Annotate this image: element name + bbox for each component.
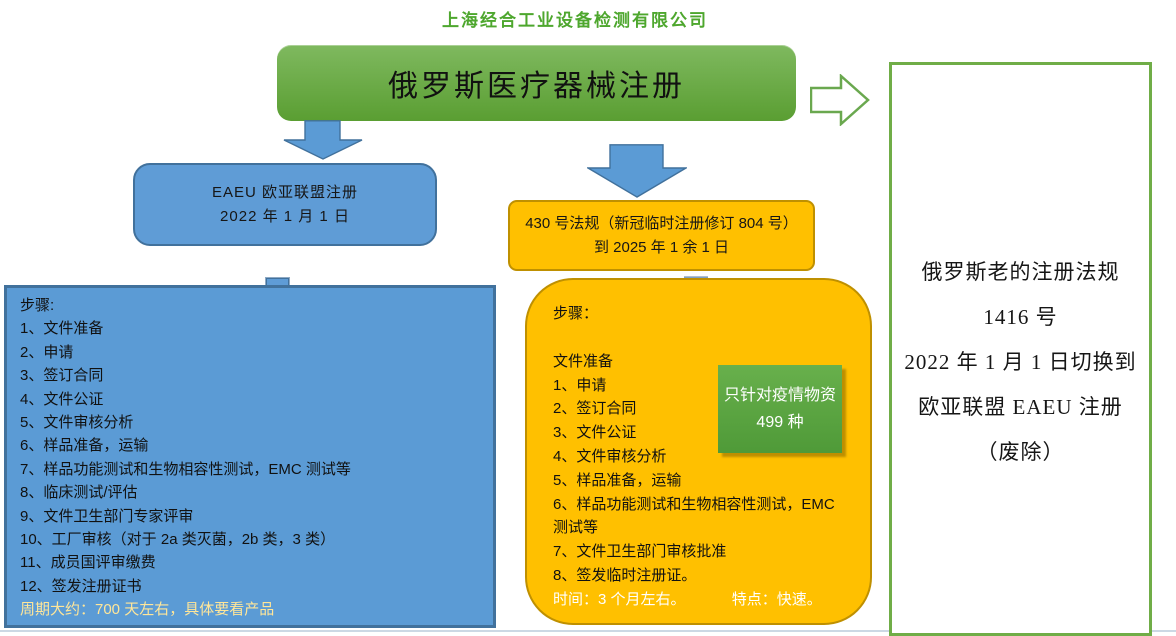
connector-left (265, 277, 290, 286)
regulation-430-box: 430 号法规（新冠临时注册修订 804 号） 到 2025 年 1 余 1 日 (508, 200, 815, 271)
step-item: 5、文件审核分析 (20, 414, 134, 432)
old-reg-line: 1416 号 (983, 305, 1058, 329)
bottom-divider (0, 630, 1176, 632)
down-arrow-left-icon (283, 120, 363, 160)
reg430-line1: 430 号法规（新冠临时注册修订 804 号） (525, 214, 798, 232)
step-item: 12、签发注册证书 (20, 577, 142, 595)
time-note: 时间：3 个月左右。 (553, 590, 686, 608)
old-reg-line: 欧亚联盟 EAEU 注册 (918, 395, 1123, 419)
epidemic-line2: 499 种 (756, 414, 804, 431)
step-item: 8、临床测试/评估 (20, 484, 138, 502)
feature-note: 特点：快速。 (731, 590, 822, 608)
old-regulation-box: 俄罗斯老的注册法规 1416 号 2022 年 1 月 1 日切换到 欧亚联盟 … (889, 62, 1152, 636)
old-reg-line: 俄罗斯老的注册法规 (921, 260, 1120, 284)
step-item: 8、签发临时注册证。 (553, 566, 697, 584)
step-item: 4、文件审核分析 (553, 447, 667, 465)
main-title-text: 俄罗斯医疗器械注册 (388, 70, 685, 103)
step-item: 3、文件公证 (553, 424, 637, 442)
old-reg-line: （废除） (976, 440, 1065, 464)
temporary-registration-steps-panel: 步骤： 文件准备 1、申请 2、签订合同 3、文件公证 4、文件审核分析 5、样… (525, 278, 872, 625)
epidemic-supplies-box: 只针对疫情物资 499 种 (718, 365, 842, 453)
step-item: 2、申请 (20, 343, 74, 361)
right-arrow-icon (810, 74, 870, 126)
step-item: 2、签订合同 (553, 400, 637, 418)
step-item: 9、文件卫生部门专家评审 (20, 507, 194, 525)
step-item: 1、申请 (553, 376, 607, 394)
step-item: 7、样品功能测试和生物相容性测试，EMC 测试等 (20, 460, 351, 478)
eaeu-registration-box: EAEU 欧亚联盟注册 2022 年 1 月 1 日 (133, 163, 437, 246)
old-regulation-text: 俄罗斯老的注册法规 1416 号 2022 年 1 月 1 日切换到 欧亚联盟 … (892, 250, 1149, 475)
steps-header: 步骤: (20, 297, 55, 314)
steps-header: 步骤： (553, 305, 599, 322)
company-title: 上海经合工业设备检测有限公司 (442, 11, 708, 30)
epidemic-line1: 只针对疫情物资 (723, 387, 836, 404)
duration-note: 周期大约：700 天左右，具体要看产品 (20, 601, 275, 619)
step-item: 11、成员国评审缴费 (20, 554, 156, 572)
step-item: 4、文件公证 (20, 390, 104, 408)
eaeu-steps-panel: 步骤: 1、文件准备 2、申请 3、签订合同 4、文件公证 5、文件审核分析 6… (4, 285, 496, 628)
step-item: 6、样品准备，运输 (20, 437, 149, 455)
step-item: 7、文件卫生部门审核批准 (553, 543, 727, 561)
step-item: 5、样品准备，运输 (553, 471, 682, 489)
old-reg-line: 2022 年 1 月 1 日切换到 (904, 350, 1137, 374)
step-item: 6、样品功能测试和生物相容性测试，EMC 测试等 (553, 495, 835, 537)
down-arrow-middle-icon (587, 144, 687, 198)
spacer (553, 326, 852, 350)
eaeu-line2: 2022 年 1 月 1 日 (220, 207, 350, 225)
pre-step: 文件准备 (553, 352, 614, 370)
eaeu-line1: EAEU 欧亚联盟注册 (211, 183, 358, 201)
time-feature-note: 时间：3 个月左右。 特点：快速。 (553, 588, 852, 612)
reg430-line2: 到 2025 年 1 余 1 日 (593, 238, 730, 256)
step-item: 3、签订合同 (20, 367, 104, 385)
main-title-box: 俄罗斯医疗器械注册 (277, 45, 796, 121)
step-item: 1、文件准备 (20, 320, 104, 338)
step-item: 10、工厂审核（对于 2a 类灭菌，2b 类，3 类） (20, 531, 336, 549)
